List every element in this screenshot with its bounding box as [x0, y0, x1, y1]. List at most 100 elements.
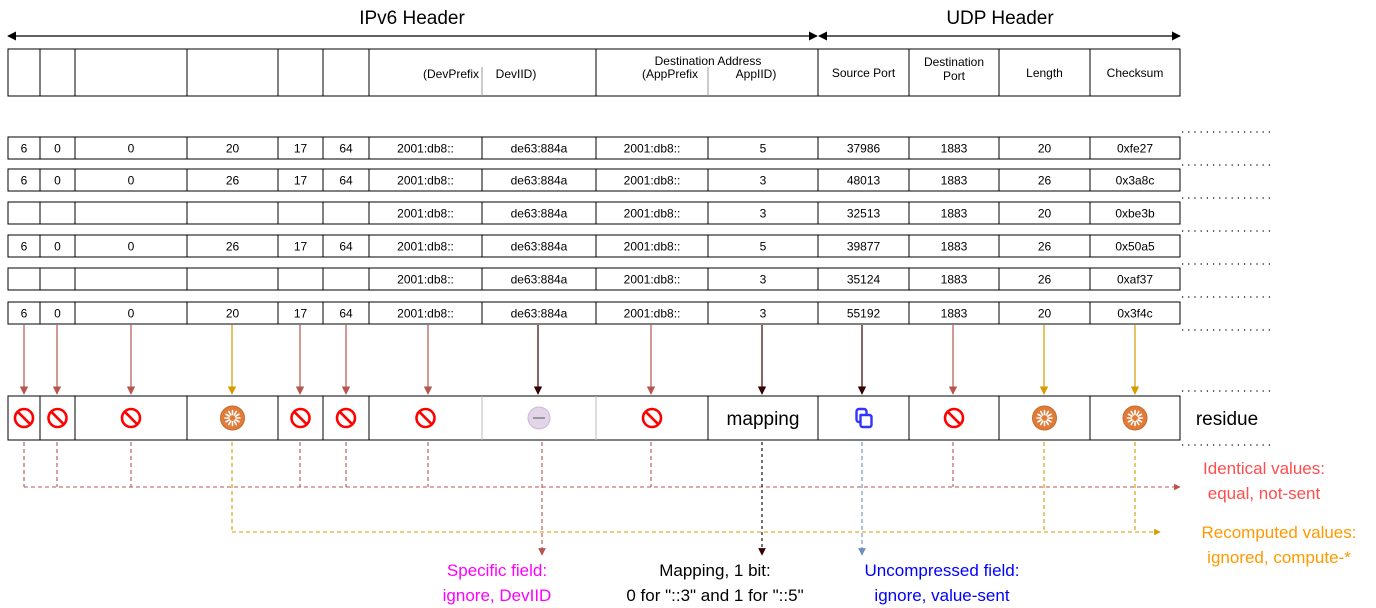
cell-app-iid: 3	[760, 273, 767, 287]
cell-length: 20	[1038, 207, 1052, 221]
cell-app-prefix: 2001:db8::	[624, 240, 681, 254]
row-frame	[7, 234, 1181, 258]
field-source-port: Source Port	[832, 66, 896, 80]
cell-hop-limit: 64	[339, 240, 353, 254]
cell-dev-iid: de63:884a	[511, 142, 568, 156]
field-label-source-port: Source Port	[832, 66, 896, 80]
cell-dev-prefix: 2001:db8::	[397, 240, 454, 254]
cell-payload-length: 26	[226, 240, 240, 254]
cell-hop-limit: 64	[339, 142, 353, 156]
cell-payload-length: 20	[226, 307, 240, 321]
cell-hop-limit: 64	[339, 174, 353, 188]
source-prefix-label: (DevPrefix	[423, 67, 479, 81]
cell-source-port: 35124	[847, 273, 881, 287]
cell-length: 20	[1038, 307, 1052, 321]
cell-destination-port: 1883	[941, 174, 968, 188]
legend-uncompressed-line1: Uncompressed field:	[865, 561, 1020, 580]
legend-identical-line2: equal, not-sent	[1208, 484, 1321, 503]
cell-app-iid: 5	[760, 240, 767, 254]
cell-hop-limit: 64	[339, 307, 353, 321]
cell-traffic-class: 0	[54, 240, 61, 254]
cell-checksum: 0xfe27	[1117, 142, 1153, 156]
cell-source-port: 32513	[847, 207, 881, 221]
destination-address-title: Destination Address	[655, 54, 762, 68]
cell-destination-port: 1883	[941, 273, 968, 287]
cell-flow-label: 0	[128, 240, 135, 254]
not-sent-icon	[335, 407, 357, 429]
table-row: 6 0 0 26 17 64 2001:db8::de63:884a 2001:db8::5 3…	[7, 234, 1181, 258]
cell-length: 20	[1038, 142, 1052, 156]
ipv6-header-title: IPv6 Header	[359, 8, 465, 29]
not-sent-icon	[641, 407, 663, 429]
cell-version: 6	[21, 174, 28, 188]
field-label-destination-port: Destination	[924, 55, 984, 69]
destination-iid-label: AppIID)	[736, 67, 777, 81]
cell-dev-prefix: 2001:db8::	[397, 174, 454, 188]
legend-connectors	[23, 442, 1181, 556]
not-sent-icon	[13, 407, 35, 429]
ipv6-header-span: IPv6 Header	[7, 8, 818, 41]
row-frame	[7, 201, 1181, 225]
legend: Identical values: equal, not-sent Recomp…	[443, 459, 1357, 605]
compute-icon	[220, 405, 245, 431]
cell-length: 26	[1038, 174, 1052, 188]
legend-mapping-line1: Mapping, 1 bit:	[659, 561, 771, 580]
cell-destination-port: 1883	[941, 240, 968, 254]
row-frame	[7, 267, 1181, 291]
legend-specific-line2: ignore, DevIID	[443, 586, 552, 605]
cell-dev-prefix: 2001:db8::	[397, 142, 454, 156]
cell-length: 26	[1038, 240, 1052, 254]
cell-dev-prefix: 2001:db8::	[397, 307, 454, 321]
cell-next-header: 17	[294, 174, 308, 188]
cell-source-port: 55192	[847, 307, 881, 321]
compute-icon	[1032, 405, 1057, 431]
cell-checksum: 0xbe3b	[1115, 207, 1155, 221]
field-row-frame	[7, 48, 1181, 97]
value-sent-icon	[855, 407, 873, 429]
cell-source-port: 39877	[847, 240, 881, 254]
cell-payload-length: 20	[226, 142, 240, 156]
action-row-frame	[7, 395, 1181, 441]
cell-source-port: 37986	[847, 142, 881, 156]
cell-dev-iid: de63:884a	[511, 307, 568, 321]
cell-app-iid: 3	[760, 307, 767, 321]
cell-dev-iid: de63:884a	[511, 273, 568, 287]
not-sent-icon	[415, 407, 436, 429]
cell-checksum: 0x50a5	[1115, 240, 1155, 254]
row-frame	[7, 136, 1181, 160]
cell-next-header: 17	[294, 142, 308, 156]
cell-app-prefix: 2001:db8::	[624, 273, 681, 287]
action-arrows	[19, 325, 1140, 395]
legend-identical-line1: Identical values:	[1203, 459, 1325, 478]
row-frame	[7, 301, 1181, 325]
destination-prefix-label: (AppPrefix	[642, 67, 698, 81]
cell-next-header: 17	[294, 240, 308, 254]
cell-flow-label: 0	[128, 142, 135, 156]
not-sent-icon	[47, 407, 68, 429]
not-sent-icon	[290, 407, 311, 429]
cell-version: 6	[21, 240, 28, 254]
not-sent-icon	[120, 407, 142, 429]
not-sent-icon	[943, 407, 965, 429]
cell-dev-iid: de63:884a	[511, 240, 568, 254]
cell-traffic-class: 0	[54, 307, 61, 321]
cell-version: 6	[21, 307, 28, 321]
cell-app-iid: 3	[760, 207, 767, 221]
cell-app-prefix: 2001:db8::	[624, 142, 681, 156]
legend-mapping-line2: 0 for "::3" and 1 for "::5"	[626, 586, 803, 605]
cell-dev-iid: de63:884a	[511, 207, 568, 221]
cell-destination-port: 1883	[941, 207, 968, 221]
cell-app-iid: 3	[760, 174, 767, 188]
legend-specific-line1: Specific field:	[447, 561, 547, 580]
compute-icon	[1122, 405, 1148, 431]
cell-dev-iid: de63:884a	[511, 174, 568, 188]
field-label-length: Length	[1026, 66, 1063, 80]
cell-checksum: 0xaf37	[1117, 273, 1153, 287]
cell-app-iid: 5	[760, 142, 767, 156]
